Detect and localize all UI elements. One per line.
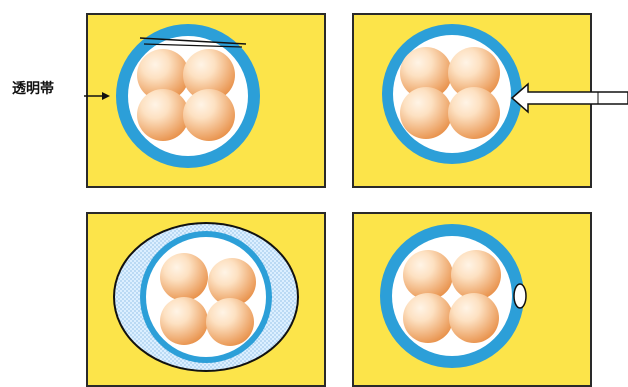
- blastomere: [400, 87, 452, 139]
- zona-opening: [514, 284, 526, 308]
- blastomere: [160, 253, 208, 301]
- label-arrow: [84, 92, 110, 100]
- embryo-top-left: [116, 24, 260, 168]
- blastomere: [449, 293, 499, 343]
- blastomere: [448, 87, 500, 139]
- blastomere: [403, 293, 453, 343]
- embryo-bottom-left: [114, 223, 298, 371]
- embryo-bottom-right: [380, 224, 526, 368]
- hatching-arrow: [512, 84, 628, 112]
- blastomere: [160, 297, 208, 345]
- blastomere: [137, 89, 189, 141]
- blastomere: [206, 298, 254, 346]
- embryo-top-right: [382, 24, 628, 164]
- blastomere: [183, 89, 235, 141]
- perivitelline-space: [392, 236, 512, 356]
- blastomere: [451, 250, 501, 300]
- blastomere: [403, 250, 453, 300]
